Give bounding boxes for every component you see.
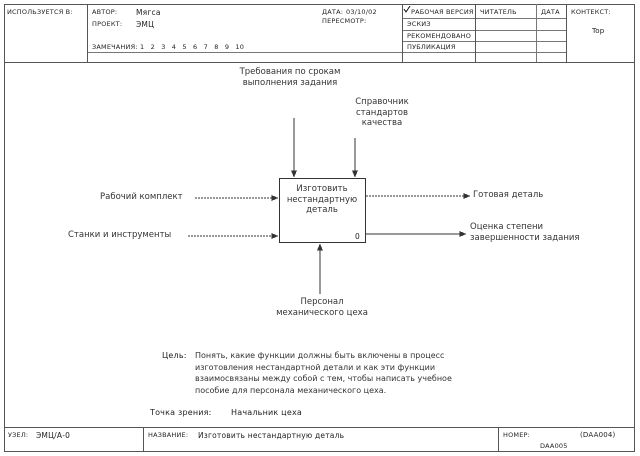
author-value: Мягса bbox=[136, 8, 161, 17]
output-label-2: Оценка степени завершенности задания bbox=[470, 222, 580, 243]
notes-numbers: 1 2 3 4 5 6 7 8 9 10 bbox=[140, 43, 245, 51]
status-publication: ПУБЛИКАЦИЯ bbox=[407, 43, 456, 51]
purpose-text: Понять, какие функции должны быть включе… bbox=[195, 351, 452, 395]
box-number: 0 bbox=[355, 232, 360, 241]
control-label-1: Требования по срокам выполнения задания bbox=[239, 67, 341, 88]
context-value: Top bbox=[592, 27, 605, 35]
outer-border bbox=[4, 4, 635, 452]
status-draft: ЭСКИЗ bbox=[407, 20, 431, 28]
node-value: ЭМЦ/А-0 bbox=[36, 431, 71, 440]
number-label: НОМЕР: bbox=[503, 431, 531, 439]
reader-date-label: ДАТА bbox=[541, 8, 560, 16]
viewpoint-text: Начальник цеха bbox=[231, 408, 302, 417]
context-label: КОНТЕКСТ: bbox=[571, 8, 611, 16]
control-label-2: Справочник стандартов качества bbox=[355, 97, 409, 129]
status-working: РАБОЧАЯ ВЕРСИЯ bbox=[411, 8, 474, 16]
title-label: НАЗВАНИЕ: bbox=[148, 431, 189, 439]
purpose-label: Цель: bbox=[162, 351, 187, 360]
status-recommended: РЕКОМЕНДОВАНО bbox=[407, 32, 472, 40]
author-label: АВТОР: bbox=[92, 8, 118, 16]
mechanism-label: Персонал механического цеха bbox=[276, 297, 368, 318]
number-sub: DAA005 bbox=[540, 442, 568, 450]
viewpoint-label: Точка зрения: bbox=[150, 408, 212, 417]
node-label: УЗЕЛ: bbox=[8, 431, 29, 439]
function-box-rect bbox=[279, 178, 366, 243]
number-value: (DAA004) bbox=[580, 431, 616, 439]
revision-label: ПЕРЕСМОТР: bbox=[322, 17, 367, 25]
input-label-2: Станки и инструменты bbox=[68, 230, 172, 240]
date-label: ДАТА: bbox=[322, 8, 344, 16]
date-value: 03/10/02 bbox=[346, 8, 377, 16]
project-value: ЭМЦ bbox=[136, 20, 155, 29]
function-box-label: Изготовить нестандартную деталь bbox=[286, 184, 358, 216]
output-label-1: Готовая деталь bbox=[473, 190, 544, 200]
used-at-label: ИСПОЛЬЗУЕТСЯ В: bbox=[7, 8, 73, 16]
notes-label: ЗАМЕЧАНИЯ: bbox=[92, 43, 138, 51]
project-label: ПРОЕКТ: bbox=[92, 20, 123, 28]
reader-label: ЧИТАТЕЛЬ bbox=[480, 8, 517, 16]
title-value: Изготовить нестандартную деталь bbox=[198, 431, 345, 440]
input-label-1: Рабочий комплект bbox=[100, 192, 183, 202]
status-check-mark bbox=[403, 5, 411, 13]
